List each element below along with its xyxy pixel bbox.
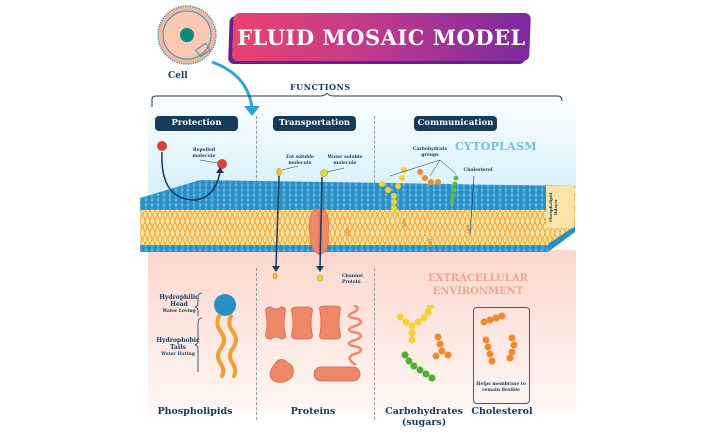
tails-subtitle: Water Hating — [161, 352, 195, 357]
divider — [256, 268, 257, 420]
cholesterol-box — [473, 307, 530, 404]
bilayer-tag — [546, 186, 574, 228]
cell-illustration — [157, 5, 260, 116]
function-communication: Communication — [414, 116, 497, 131]
carbohydrate-chain-green — [449, 175, 459, 205]
membrane-tails — [140, 210, 548, 248]
carbohydrate-chain-yellow — [379, 167, 407, 211]
hydrophobic-tails-label: Hydrophobic Tails Water Hating — [153, 337, 203, 358]
svg-text:§: § — [428, 239, 433, 249]
repelled-molecule-icon — [157, 141, 227, 201]
divider — [256, 116, 257, 188]
functions-bracket — [151, 93, 563, 107]
channel-protein-label: Channel Protein — [342, 274, 363, 285]
cholesterol-note: Helps membrane to remain flexible — [476, 382, 526, 393]
function-protection: Protection — [155, 116, 238, 131]
cytoplasm-label: CYTOPLASM — [455, 140, 537, 153]
cell-label: Cell — [168, 71, 188, 81]
hydrophobic-tails-icon — [215, 314, 238, 378]
head-title: Hydrophilic Head — [159, 294, 199, 308]
protein-helix — [347, 305, 363, 367]
arrow-head-icon — [244, 106, 260, 116]
svg-text:§: § — [402, 219, 407, 229]
tails-title: Hydrophobic Tails — [156, 337, 200, 351]
carbohydrates-figure — [396, 305, 452, 382]
cell-icon — [157, 5, 217, 65]
functions-heading: FUNCTIONS — [290, 82, 351, 92]
component-phospholipids: Phospholipids — [157, 406, 233, 417]
water-soluble-label: Water soluble molecule — [327, 155, 363, 166]
function-transportation: Transportation — [273, 116, 356, 131]
divider — [374, 116, 375, 188]
component-carbohydrates: Carbohydrates (sugars) — [385, 406, 463, 428]
membrane-bottom-heads — [140, 245, 548, 252]
hydrophilic-head-icon — [214, 294, 236, 316]
membrane-top-surface — [140, 180, 575, 202]
cholesterol-figure — [480, 312, 518, 365]
protein-shape — [319, 305, 341, 340]
protein-shape — [291, 306, 313, 340]
phospholipid-figure — [195, 292, 238, 378]
hydrophilic-head-label: Hydrophilic Head Water Loving — [155, 294, 203, 315]
page-title: FLUID MOSAIC MODEL — [237, 25, 526, 50]
fat-soluble-label: Fat soluble molecule — [286, 155, 314, 166]
component-proteins: Proteins — [290, 406, 336, 417]
zoom-arrow — [211, 60, 254, 109]
bilayer-label: Phospholipid Bilayer — [548, 192, 558, 222]
head-subtitle: Water Loving — [162, 309, 196, 314]
membrane-diagram: § § § § — [140, 141, 575, 282]
protein-shape — [313, 366, 361, 382]
fat-soluble-molecule-icon — [272, 165, 299, 280]
divider — [374, 268, 375, 420]
carbohydrate-chain-orange — [417, 169, 441, 185]
cholesterol-annotation-label: Cholesterol — [463, 168, 493, 173]
proteins-figure — [265, 305, 363, 383]
svg-text:§: § — [345, 228, 350, 238]
protein-shape — [265, 306, 286, 340]
repelled-molecule-label: Repelled molecule — [192, 148, 216, 159]
component-cholesterol: Cholesterol — [471, 406, 533, 417]
water-soluble-molecule-icon — [316, 167, 345, 282]
channel-protein-icon — [308, 208, 330, 256]
svg-text:§: § — [466, 225, 471, 235]
carbohydrate-groups-label: Carbohydrate groups — [412, 147, 448, 158]
extracellular-label: EXTRACELLULAR ENVIRONMENT — [428, 273, 528, 297]
protein-shape — [269, 359, 294, 383]
